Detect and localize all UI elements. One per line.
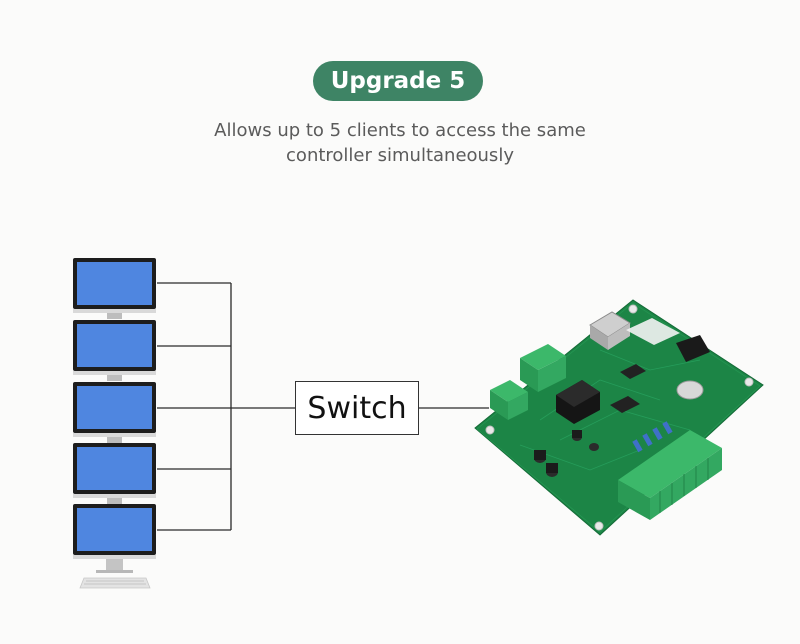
client-monitor-2 bbox=[73, 320, 156, 381]
description-text: Allows up to 5 clients to access the sam… bbox=[150, 118, 650, 168]
keyboard-icon bbox=[79, 577, 151, 589]
client-monitor-1 bbox=[73, 258, 156, 319]
description-line-1: Allows up to 5 clients to access the sam… bbox=[214, 120, 586, 141]
client-monitor-4 bbox=[73, 443, 156, 504]
upgrade-badge: Upgrade 5 bbox=[313, 61, 483, 101]
connection-lines bbox=[157, 282, 489, 531]
controller-board-icon bbox=[474, 299, 764, 536]
client-monitor-3 bbox=[73, 382, 156, 443]
client-monitor-5 bbox=[73, 504, 156, 573]
switch-box: Switch bbox=[295, 381, 419, 435]
description-line-2: controller simultaneously bbox=[286, 145, 514, 166]
